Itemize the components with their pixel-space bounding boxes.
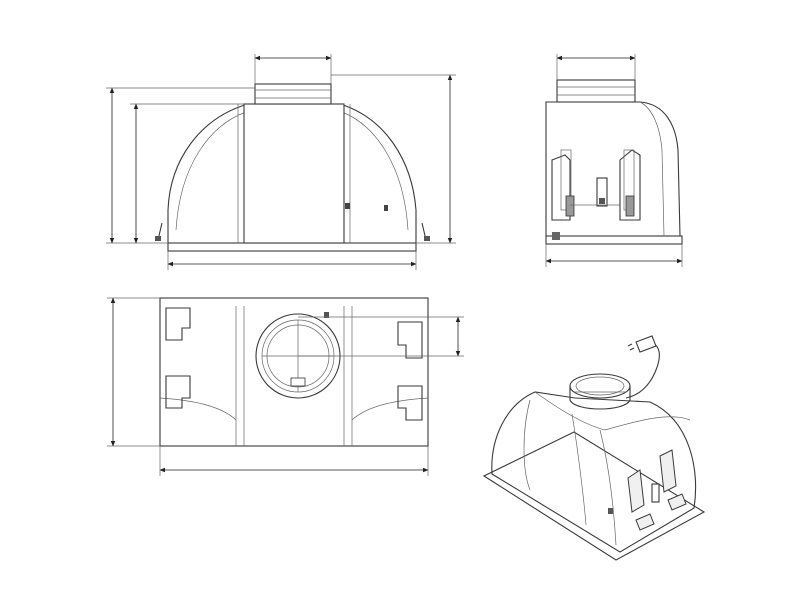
top-view xyxy=(107,297,464,476)
front-view xyxy=(106,54,456,270)
isometric-view xyxy=(482,335,706,561)
side-view xyxy=(545,54,683,267)
